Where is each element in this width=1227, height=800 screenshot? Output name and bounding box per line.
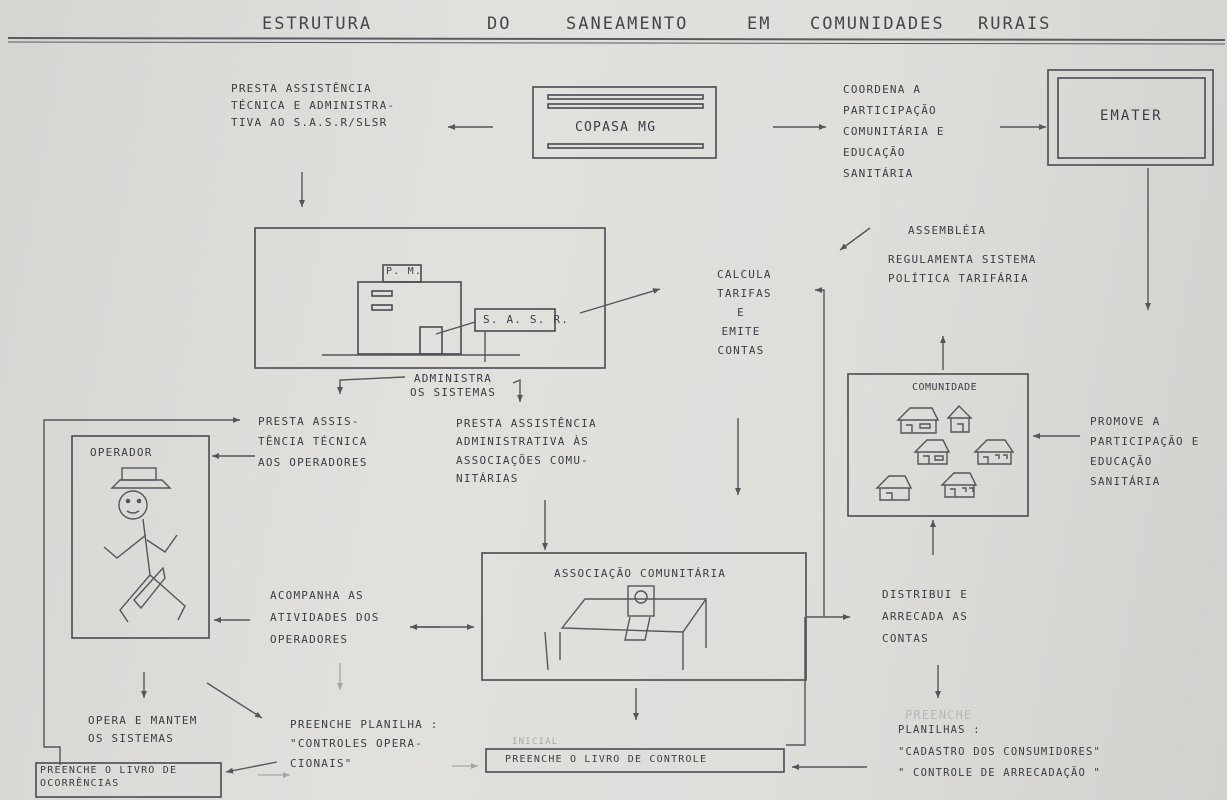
planilhas-label: PLANILHAS : "CADASTRO DOS CONSUMIDORES" …: [898, 720, 1101, 785]
erased-text-2: PREENCHE: [905, 706, 972, 725]
regulamenta-label: REGULAMENTA SISTEMA POLÍTICA TARIFÁRIA: [888, 250, 1037, 289]
livro-controle-label: PREENCHE O LIVRO DE CONTROLE: [505, 752, 707, 768]
distribui-label: DISTRIBUI E ARRECADA AS CONTAS: [882, 584, 968, 650]
operador-figure: [104, 468, 185, 622]
presta-copasa-label: PRESTA ASSISTÊNCIA TÉCNICA E ADMINISTRA-…: [231, 80, 395, 131]
acompanha-label: ACOMPANHA AS ATIVIDADES DOS OPERADORES: [270, 585, 380, 651]
title-rule-top: [8, 38, 1225, 40]
coordena-label: COORDENA A PARTICIPAÇÃO COMUNITÁRIA E ED…: [843, 80, 945, 184]
erased-text-1: INICIAL: [512, 736, 558, 750]
calcula-label: CALCULA TARIFAS E EMITE CONTAS: [717, 266, 765, 361]
promove-label: PROMOVE A PARTICIPAÇÃO E EDUCAÇÃO SANITÁ…: [1090, 412, 1200, 492]
prefeitura-panel: [255, 228, 605, 368]
title-rule-bottom: [8, 42, 1225, 44]
assembleia-label: ASSEMBLÉIA: [908, 222, 986, 239]
associacao-label: ASSOCIAÇÃO COMUNITÁRIA: [554, 565, 726, 582]
livro-ocorrencias-label: PREENCHE O LIVRO DE OCORRÊNCIAS: [40, 764, 177, 790]
presta-assoc-label: PRESTA ASSISTÊNCIA ADMINISTRATIVA ÀS ASS…: [456, 415, 597, 489]
emater-label: EMATER: [1100, 106, 1163, 128]
opera-label: OPERA E MANTEM OS SISTEMAS: [88, 712, 198, 747]
copasa-label: COPASA MG: [575, 118, 656, 138]
pm-label: P. M.: [386, 264, 422, 280]
operador-label: OPERADOR: [90, 444, 153, 461]
associacao-table-figure: [545, 586, 706, 670]
comunidade-label: COMUNIDADE: [912, 380, 977, 396]
houses-icon: [877, 406, 1013, 500]
administra-label: ADMINISTRA OS SISTEMAS: [410, 372, 496, 401]
preenche-planilha-label: PREENCHE PLANILHA : "CONTROLES OPERA- CI…: [290, 715, 439, 773]
sasr-label: S. A. S. R.: [483, 311, 569, 328]
presta-operadores-label: PRESTA ASSIS- TÊNCIA TÉCNICA AOS OPERADO…: [258, 412, 368, 473]
